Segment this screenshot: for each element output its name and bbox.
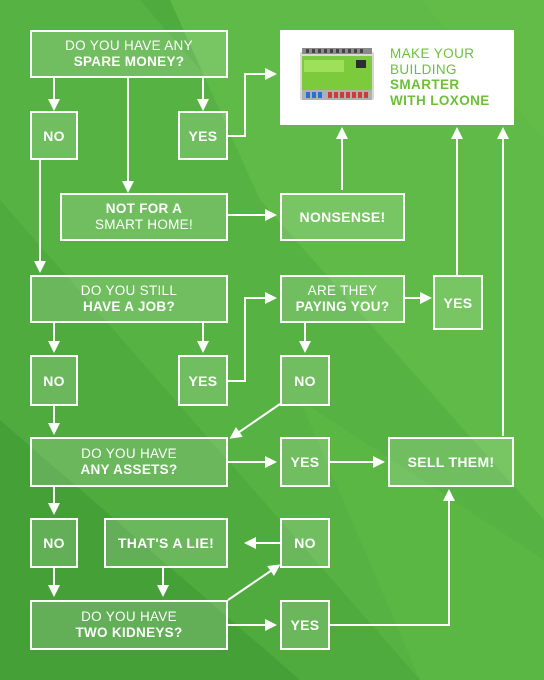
promo-line-1: MAKE YOUR bbox=[390, 46, 475, 61]
result-not-for-smart-home: NOT FOR A SMART HOME! bbox=[60, 193, 228, 241]
result-not-for-smart-home-line-1: NOT FOR A bbox=[105, 201, 183, 216]
question-kidneys-line-1: DO YOU HAVE bbox=[81, 609, 177, 624]
promo-bold-line-2: WITH LOXONE bbox=[390, 92, 490, 108]
answer-job-yes-label: YES bbox=[188, 372, 218, 389]
answer-assets-yes: YES bbox=[280, 437, 330, 487]
question-spare-money: DO YOU HAVE ANY SPARE MONEY? bbox=[30, 30, 228, 78]
miniserver-device-image bbox=[300, 48, 374, 100]
answer-kidneys-yes-label: YES bbox=[290, 617, 320, 633]
result-thats-a-lie-label: THAT'S A LIE! bbox=[117, 535, 215, 551]
answer-paying-no: NO bbox=[280, 355, 330, 406]
result-nonsense-label: NONSENSE! bbox=[299, 209, 386, 225]
answer-assets-yes-label: YES bbox=[290, 454, 320, 470]
answer-kidneys-no-label: NO bbox=[294, 535, 316, 551]
promo-line-2: BUILDING bbox=[390, 61, 457, 77]
question-paying-you: ARE THEY PAYING YOU? bbox=[280, 275, 405, 323]
answer-paying-yes-label: YES bbox=[443, 294, 473, 311]
question-job-line-2: HAVE A JOB? bbox=[82, 299, 176, 314]
answer-kidneys-yes: YES bbox=[280, 600, 330, 650]
question-any-assets: DO YOU HAVE ANY ASSETS? bbox=[30, 437, 228, 487]
answer-paying-no-label: NO bbox=[294, 372, 316, 389]
promo-bold-line-1: SMARTER bbox=[390, 77, 460, 92]
answer-paying-yes: YES bbox=[433, 275, 483, 330]
answer-kidneys-no: NO bbox=[280, 518, 330, 568]
question-paying-line-2: PAYING YOU? bbox=[295, 299, 390, 314]
answer-money-yes: YES bbox=[178, 111, 228, 160]
question-assets-line-2: ANY ASSETS? bbox=[80, 462, 178, 477]
result-not-for-smart-home-line-2: SMART HOME! bbox=[94, 217, 194, 232]
question-spare-money-line-2: SPARE MONEY? bbox=[73, 54, 185, 69]
answer-job-no-label: NO bbox=[43, 372, 65, 389]
question-kidneys-line-2: TWO KIDNEYS? bbox=[75, 625, 183, 640]
result-sell-them-label: SELL THEM! bbox=[407, 454, 495, 470]
question-paying-line-1: ARE THEY bbox=[307, 283, 378, 298]
promo-text: MAKE YOUR BUILDING SMARTER WITH LOXONE bbox=[390, 46, 510, 108]
answer-money-yes-label: YES bbox=[188, 127, 218, 144]
answer-money-no: NO bbox=[30, 111, 78, 160]
answer-assets-no-label: NO bbox=[43, 535, 65, 551]
question-assets-line-1: DO YOU HAVE bbox=[81, 446, 177, 461]
question-spare-money-line-1: DO YOU HAVE ANY bbox=[65, 38, 193, 53]
answer-job-yes: YES bbox=[178, 355, 228, 406]
answer-money-no-label: NO bbox=[43, 127, 65, 144]
question-two-kidneys: DO YOU HAVE TWO KIDNEYS? bbox=[30, 600, 228, 650]
loxone-promo-box: MAKE YOUR BUILDING SMARTER WITH LOXONE bbox=[280, 30, 514, 125]
question-job-line-1: DO YOU STILL bbox=[80, 283, 178, 298]
answer-assets-no: NO bbox=[30, 518, 78, 568]
result-sell-them: SELL THEM! bbox=[388, 437, 514, 487]
question-still-have-job: DO YOU STILL HAVE A JOB? bbox=[30, 275, 228, 323]
answer-job-no: NO bbox=[30, 355, 78, 406]
result-thats-a-lie: THAT'S A LIE! bbox=[104, 518, 228, 568]
result-nonsense: NONSENSE! bbox=[280, 193, 405, 241]
